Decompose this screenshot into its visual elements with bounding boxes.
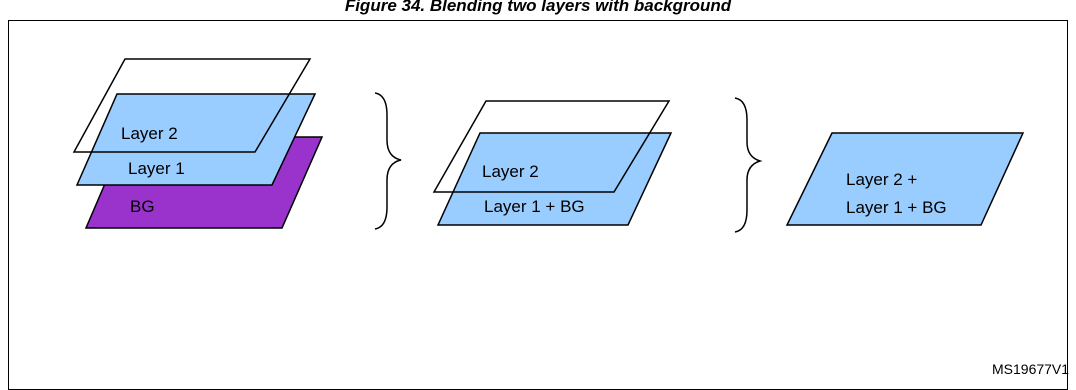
stage1-bg-label: BG (130, 197, 155, 216)
stage2-layer1-bg-label: Layer 1 + BG (484, 197, 585, 216)
stage-full-blend: Layer 2 + Layer 1 + BG (785, 132, 1025, 226)
figure-reference: MS19677V1 (992, 361, 1069, 377)
brace-2 (734, 97, 763, 233)
layer2-plane (72, 58, 312, 153)
stage2-layer2-label: Layer 2 (482, 162, 539, 181)
stage2-layer2-plane (432, 100, 671, 193)
stage3-line2-label: Layer 1 + BG (846, 198, 947, 217)
blended-plane (785, 132, 1025, 226)
brace-1 (374, 92, 402, 230)
stage3-line1-label: Layer 2 + (846, 170, 917, 189)
layer1-plane (75, 93, 317, 186)
stage1-layer2-label: Layer 2 (121, 124, 178, 143)
stage-stacked-layers: Layer 2 Layer 1 BG (72, 58, 324, 229)
layer1-bg-plane (436, 132, 673, 226)
stage1-layer1-label: Layer 1 (128, 159, 185, 178)
figure-title: Figure 34. Blending two layers with back… (344, 0, 732, 15)
stage-partial-blend: Layer 2 Layer 1 + BG (432, 100, 673, 226)
